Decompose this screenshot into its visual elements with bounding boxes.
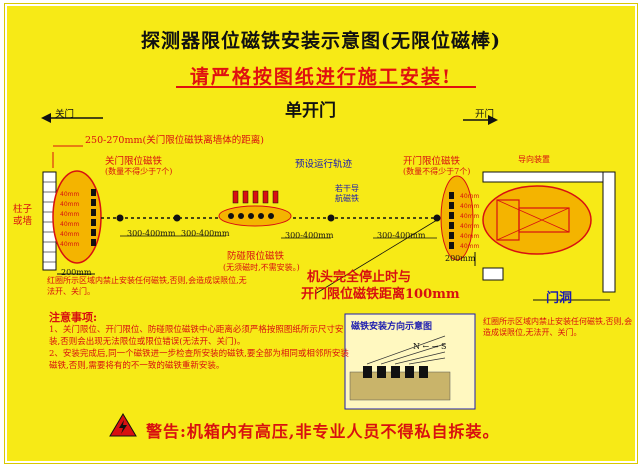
- close-limit-zone: [52, 170, 102, 264]
- svg-text:40mm: 40mm: [460, 223, 479, 230]
- note-2: 2、安装完成后,同一个磁铁进一步检查所安装的磁铁,要全部为相同或相邻所安装磁铁,…: [49, 349, 349, 371]
- gap-1: 300-400mm: [127, 229, 176, 238]
- door-hole-label: 门洞: [546, 291, 573, 306]
- pillar-wall-label: 柱子或墙: [13, 204, 33, 227]
- high-voltage-warning: 警告:机箱内有高压,非专业人员不得私自拆装。: [146, 422, 500, 441]
- gap-3: 300-400mm: [285, 231, 334, 240]
- open-arrow-head: [488, 115, 498, 125]
- svg-text:40mm: 40mm: [460, 193, 479, 200]
- open-magnet-qty: (数量不得少于7个): [403, 167, 471, 176]
- gap-2: 300-400mm: [181, 229, 230, 238]
- right-wall-side: [602, 171, 616, 293]
- stop-note-line2: 开门限位磁铁距离100mm: [301, 287, 460, 302]
- svg-text:40mm: 40mm: [460, 213, 479, 220]
- note-1: 1、关门限位、开门限位、防碰限位磁铁中心距离必须严格按照图纸所示尺寸安装,否则会…: [49, 325, 344, 347]
- inset-arrow-label: N ← → S: [413, 342, 447, 351]
- svg-text:40mm: 40mm: [460, 203, 479, 210]
- svg-text:40mm: 40mm: [60, 241, 79, 248]
- stop-note-line1: 机头完全停止时与: [307, 270, 412, 285]
- svg-text:40mm: 40mm: [460, 243, 479, 250]
- open-door-label: 开门: [475, 109, 495, 120]
- notes-title: 注意事项:: [49, 311, 98, 324]
- dim-200-right: 200mm: [445, 254, 476, 263]
- high-voltage-icon: [109, 413, 137, 437]
- gap-4: 300-400mm: [377, 231, 426, 240]
- close-door-label: 关门: [55, 109, 75, 120]
- right-wall-top: [482, 171, 614, 183]
- subtitle-underline: [176, 86, 476, 88]
- page-title: 探测器限位磁铁安装示意图(无限位磁棒): [141, 30, 501, 52]
- svg-text:40mm: 40mm: [60, 191, 79, 198]
- track-label: 预设运行轨迹: [295, 159, 353, 170]
- single-door-label: 单开门: [285, 101, 336, 121]
- orientation-inset-title: 磁铁安装方向示意图: [351, 322, 433, 332]
- svg-text:40mm: 40mm: [460, 233, 479, 240]
- red-circle-warning: 红圈所示区域内禁止安装任何磁铁,否则,会造成误限位,无法开、关门。: [47, 276, 247, 296]
- open-magnet-label: 开门限位磁铁: [403, 156, 461, 167]
- close-magnet-label: 关门限位磁铁: [105, 156, 163, 167]
- magnet-group-label: 若干导航磁铁: [335, 184, 359, 203]
- svg-text:40mm: 40mm: [60, 221, 79, 228]
- page-subtitle: 请严格按图纸进行施工安装!: [189, 66, 453, 88]
- right-zone-warning: 红圈所示区域内禁止安装任何磁铁,否则,会造成误限位,无法开、关门。: [483, 317, 633, 337]
- svg-text:40mm: 40mm: [60, 201, 79, 208]
- notes-body: 1、关门限位、开门限位、防碰限位磁铁中心距离必须严格按照图纸所示尺寸安装,否则会…: [49, 324, 349, 372]
- layout-diagram: 40mm 40mm 40mm 40mm 40mm 40mm: [41, 113, 616, 410]
- close-arrow-head: [41, 113, 51, 123]
- motor-zone: [482, 185, 592, 255]
- slowdown-magnet-label: 防碰限位磁铁: [227, 251, 285, 262]
- close-magnet-qty: (数量不得少于7个): [105, 167, 173, 176]
- dim-200-left: 200mm: [61, 268, 92, 277]
- svg-text:40mm: 40mm: [60, 211, 79, 218]
- svg-text:40mm: 40mm: [60, 231, 79, 238]
- slowdown-magnet-note: (无须磁时,不需安装。): [223, 263, 300, 272]
- motor-label: 导向装置: [518, 155, 550, 164]
- slowdown-zone: [218, 205, 292, 227]
- distance-note: 250-270mm(关门限位磁铁离墙体的距离): [85, 135, 264, 146]
- installation-sheet: 探测器限位磁铁安装示意图(无限位磁棒) 请严格按图纸进行施工安装! 单开门 40…: [4, 3, 638, 464]
